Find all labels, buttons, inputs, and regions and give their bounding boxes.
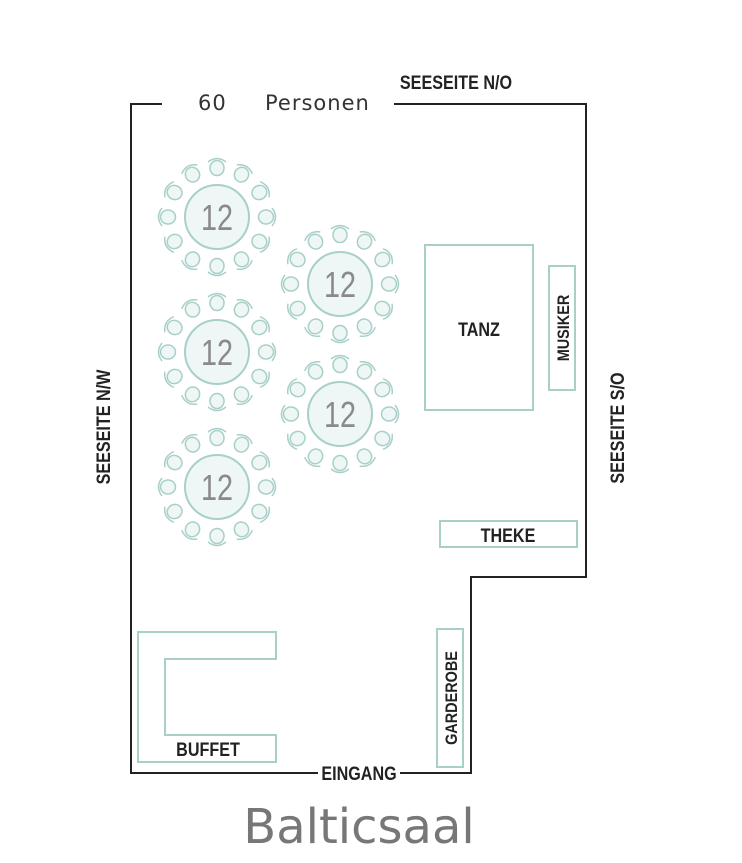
chair (207, 157, 227, 177)
room-title: Balticsaal (243, 799, 474, 855)
chair (181, 298, 201, 318)
capacity-count: 60 (198, 91, 227, 115)
chair (251, 503, 271, 523)
chair (304, 318, 324, 338)
chair (233, 298, 253, 318)
entrance-label: EINGANG (321, 763, 396, 785)
chair (304, 448, 324, 468)
chair (304, 360, 324, 380)
cloakroom-label: GARDEROBE (443, 651, 461, 745)
chair (163, 316, 183, 336)
capacity-unit: Personen (265, 91, 370, 115)
chair (163, 503, 183, 523)
chair (380, 274, 400, 294)
dance-floor (424, 244, 534, 411)
chair (233, 386, 253, 406)
chair (251, 451, 271, 471)
chair (163, 451, 183, 471)
chair (374, 300, 394, 320)
chair (207, 257, 227, 277)
chair (251, 368, 271, 388)
chair (251, 181, 271, 201)
table-seat-count: 12 (324, 264, 356, 305)
chair (233, 521, 253, 541)
chair (286, 378, 306, 398)
chair (280, 404, 300, 424)
chair (251, 233, 271, 253)
chair (257, 207, 277, 227)
chair (181, 163, 201, 183)
bar-label: THEKE (481, 525, 536, 547)
chair (330, 324, 350, 344)
chair (207, 392, 227, 412)
dance-floor-label: TANZ (458, 319, 500, 341)
chair (257, 477, 277, 497)
chair (374, 430, 394, 450)
chair (374, 248, 394, 268)
round-table: 12 (280, 354, 400, 474)
cloakroom-counter (436, 628, 464, 768)
chair (280, 274, 300, 294)
table-top (307, 251, 373, 317)
room-wall (130, 103, 587, 774)
musicians-label: MUSIKER (555, 294, 573, 361)
chair (356, 448, 376, 468)
chair (286, 430, 306, 450)
chair (356, 360, 376, 380)
wall-label-east: SEESEITE S/O (607, 372, 629, 483)
table-seat-count: 12 (324, 394, 356, 435)
chair (181, 521, 201, 541)
chair (374, 378, 394, 398)
chair (157, 207, 177, 227)
chair (181, 433, 201, 453)
chair (207, 292, 227, 312)
table-seat-count: 12 (201, 197, 233, 238)
chair (286, 248, 306, 268)
chair (163, 233, 183, 253)
chair (207, 427, 227, 447)
chair (330, 354, 350, 374)
wall-label-north: SEESEITE N/O (400, 72, 512, 94)
round-table: 12 (280, 224, 400, 344)
round-table: 12 (157, 157, 277, 277)
wall-label-west: SEESEITE N/W (93, 369, 115, 484)
table-seat-count: 12 (201, 332, 233, 373)
table-top (307, 381, 373, 447)
chair (157, 477, 177, 497)
chair (330, 224, 350, 244)
chair (207, 527, 227, 547)
musicians-stage (548, 265, 576, 391)
chair (233, 433, 253, 453)
chair (181, 386, 201, 406)
round-tables: 12 12 12 12 12 (157, 157, 400, 547)
chair (233, 163, 253, 183)
chair (251, 316, 271, 336)
buffet-label: BUFFET (176, 739, 240, 761)
chair (233, 251, 253, 271)
bar-counter (439, 520, 578, 548)
chair (181, 251, 201, 271)
table-top (184, 184, 250, 250)
chair (257, 342, 277, 362)
chair (380, 404, 400, 424)
chair (356, 230, 376, 250)
buffet-counter (137, 631, 277, 763)
table-top (184, 454, 250, 520)
chair (330, 454, 350, 474)
chair (286, 300, 306, 320)
chair (163, 181, 183, 201)
table-seat-count: 12 (201, 467, 233, 508)
round-table: 12 (157, 292, 277, 412)
chair (157, 342, 177, 362)
round-table: 12 (157, 427, 277, 547)
chair (304, 230, 324, 250)
chair (163, 368, 183, 388)
chair (356, 318, 376, 338)
table-top (184, 319, 250, 385)
